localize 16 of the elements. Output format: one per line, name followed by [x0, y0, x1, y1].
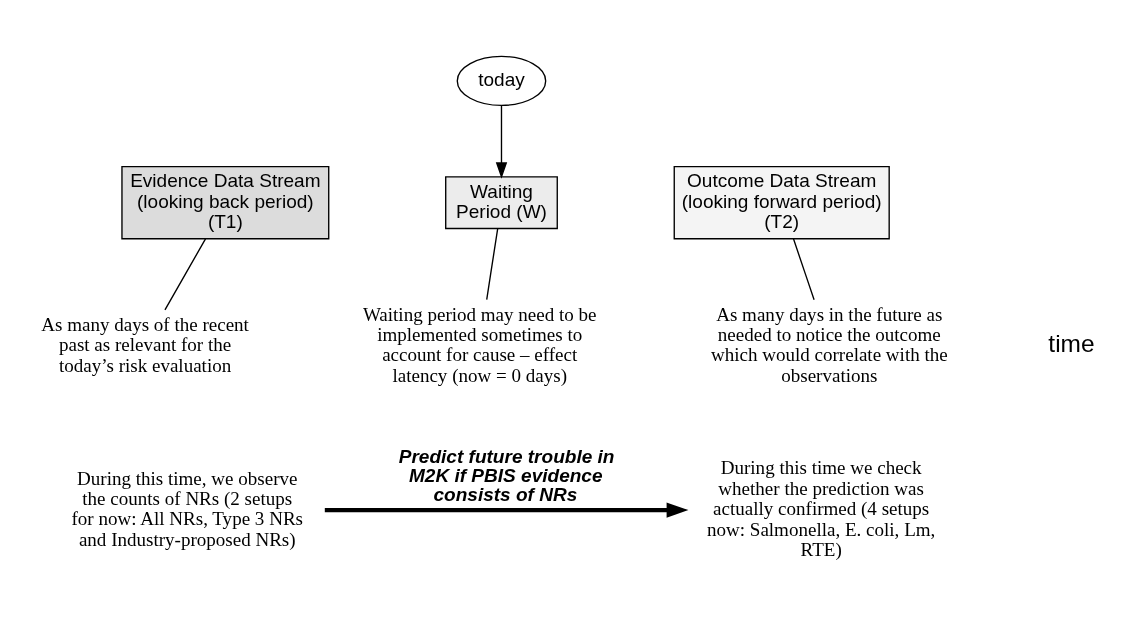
node-box: Outcome Data Stream (looking forward period) (T2)	[673, 165, 890, 240]
node-text: During this time, we observe the counts of NRs (2 setups for now: All NRs, Type 3 NRs and Industry-proposed NRs)	[71, 467, 303, 550]
node-ellipse: today	[456, 55, 547, 107]
node-text: Waiting period may need to be implemented sometimes to account for cause – effect latency (now = 0 days)	[362, 303, 597, 386]
node-text: During this time we check whether the prediction was actually confirmed (4 setups now: Salmonella, E. coli, Lm, RTE)	[706, 457, 936, 560]
arrow	[495, 105, 508, 179]
connector	[486, 227, 499, 301]
edge-label: Predict future trouble in M2K if PBIS evidence consists of NRs	[398, 445, 615, 505]
connector	[792, 238, 815, 301]
arrow	[324, 502, 689, 518]
node-box: Waiting Period (W)	[445, 176, 558, 230]
node-text: As many days of the recent past as relevant for the today’s risk evaluation	[41, 313, 249, 376]
connector	[164, 238, 207, 311]
node-text: As many days in the future as needed to notice the outcome which would correlate with the observations	[710, 303, 948, 386]
node-box: Evidence Data Stream (looking back period) (T1)	[121, 165, 330, 240]
label: time	[1048, 330, 1095, 358]
